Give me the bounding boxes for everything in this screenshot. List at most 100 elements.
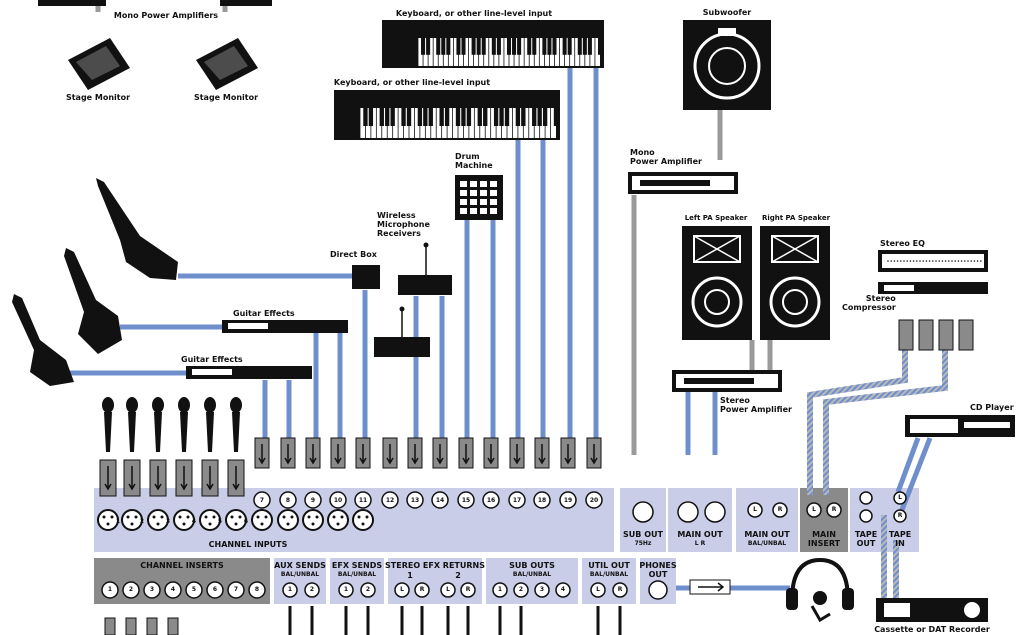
insert-plug-3 <box>146 617 158 635</box>
channel-insert-2-label: 2 <box>128 586 134 593</box>
tape-in-r-label: R <box>897 512 903 519</box>
channel-number-10: 10 <box>333 497 343 504</box>
trs-jack-11 <box>354 491 372 509</box>
sub-out-4 <box>555 582 571 598</box>
output-jacks <box>101 491 907 635</box>
tape-in-l <box>893 491 907 505</box>
channel-insert-7-label: 7 <box>233 586 239 593</box>
channel-insert-8 <box>248 581 266 599</box>
output-cable-10 <box>519 606 523 635</box>
label-phones-out: PHONES OUT <box>639 561 677 579</box>
aux-send-1 <box>282 582 298 598</box>
label-util-out: UTIL OUT <box>588 561 630 570</box>
channel-insert-4 <box>164 581 182 599</box>
phones-out-jack <box>648 580 668 600</box>
channel-number-12: 12 <box>385 497 395 504</box>
cables <box>70 68 933 591</box>
aux-send-2-label: 2 <box>309 586 315 593</box>
xlr-jack-1 <box>97 509 119 531</box>
channel-number-17: 17 <box>512 497 522 504</box>
main-out-bal-l-label: L <box>753 506 757 513</box>
microphone-5 <box>204 397 216 413</box>
subwoofer <box>683 20 771 110</box>
headphones <box>786 557 854 623</box>
xlr-jack-6 <box>225 509 247 531</box>
microphone-6 <box>230 397 242 413</box>
output-cable-8 <box>466 606 470 635</box>
efx-send-2-label: 2 <box>365 586 371 593</box>
trs-jack-10 <box>329 491 347 509</box>
label-main-out: MAIN OUT <box>677 530 723 539</box>
label-stage-monitor-right: Stage Monitor <box>193 93 259 102</box>
channel-number-16: 16 <box>486 497 496 504</box>
channel-number-2: 2 <box>139 518 145 525</box>
xlr-jack-5 <box>199 509 221 531</box>
label-cassette-recorder: Cassette or DAT Recorder <box>874 625 990 634</box>
channel-insert-3 <box>143 581 161 599</box>
channel-insert-5 <box>185 581 203 599</box>
channel-insert-3-label: 3 <box>149 586 155 593</box>
label-stereo-eq: Stereo EQ <box>880 239 925 248</box>
main-insert-r-label: R <box>831 506 837 513</box>
efx-sends-panel <box>330 558 384 604</box>
main-insert-l-label: L <box>812 506 816 513</box>
xlr-jack-2 <box>121 509 143 531</box>
channel-insert-4-label: 4 <box>170 586 176 593</box>
efx-return-1-r-label: R <box>419 586 425 593</box>
main-out-bal-l <box>747 502 763 518</box>
label-channel-inserts: CHANNEL INSERTS <box>140 561 224 570</box>
efx-send-2 <box>360 582 376 598</box>
main-out-bal-r <box>772 502 788 518</box>
label-sub-outs: SUB OUTS <box>509 561 555 570</box>
stereo-power-amplifier <box>672 370 782 392</box>
output-cable-4 <box>366 606 370 635</box>
aux-send-1-label: 1 <box>287 586 293 593</box>
label-main-out-lr: L R <box>694 540 706 547</box>
label-cd-player: CD Player <box>970 403 1014 412</box>
efx-return-1-l-label: L <box>400 586 404 593</box>
label-efx-bal: BAL/UNBAL <box>337 571 377 578</box>
output-cable-7 <box>446 606 450 635</box>
label-main-out-bal-unbal: BAL/UNBAL <box>747 540 787 547</box>
channel-number-9: 9 <box>310 497 316 504</box>
direct-box <box>352 265 380 289</box>
cassette-recorder <box>876 598 988 622</box>
left-pa-speaker <box>682 226 752 340</box>
label-aux-bal: BAL/UNBAL <box>280 571 320 578</box>
channel-number-20: 20 <box>589 497 599 504</box>
channel-number-4: 4 <box>191 518 197 525</box>
label-guitar-effects-2: Guitar Effects <box>181 355 243 364</box>
stereo-compressor <box>878 282 988 294</box>
trs-jack-13 <box>406 491 424 509</box>
channel-number-13: 13 <box>410 497 420 504</box>
label-tape-in: TAPE IN <box>888 530 912 548</box>
label-stereo-efx-returns: STEREO EFX RETURNS <box>385 561 485 570</box>
label-wireless-receivers: Wireless Microphone Receivers <box>377 211 430 238</box>
main-out-l-jack <box>677 501 699 523</box>
util-out-r-label: R <box>617 586 623 593</box>
channel-insert-8-label: 8 <box>254 586 260 593</box>
insert-plug-4 <box>167 617 179 635</box>
output-cable-5 <box>400 606 404 635</box>
mono-amps <box>38 0 272 6</box>
label-drum-machine: Drum Machine <box>455 152 493 170</box>
xlr-jack-9 <box>302 509 324 531</box>
insert-plug-2 <box>125 617 137 635</box>
eq-plugs <box>898 319 974 351</box>
efx-return-2-r <box>460 582 476 598</box>
label-right-pa-speaker: Right PA Speaker <box>761 214 831 222</box>
wireless-receivers <box>374 242 452 357</box>
label-mono-power-amplifiers: Mono Power Amplifiers <box>113 11 219 20</box>
label-efx-return-1: 1 <box>407 571 413 580</box>
util-out-panel <box>582 558 636 604</box>
label-guitar-effects-1: Guitar Effects <box>233 309 295 318</box>
trs-jack-7 <box>253 491 271 509</box>
guitar-effects-1 <box>222 320 348 333</box>
main-out-bal-panel <box>736 488 798 552</box>
channel-insert-6 <box>206 581 224 599</box>
channel-number-6: 6 <box>243 518 249 525</box>
guitar-2 <box>64 248 122 354</box>
sub-out-2 <box>513 582 529 598</box>
output-cable-6 <box>420 606 424 635</box>
